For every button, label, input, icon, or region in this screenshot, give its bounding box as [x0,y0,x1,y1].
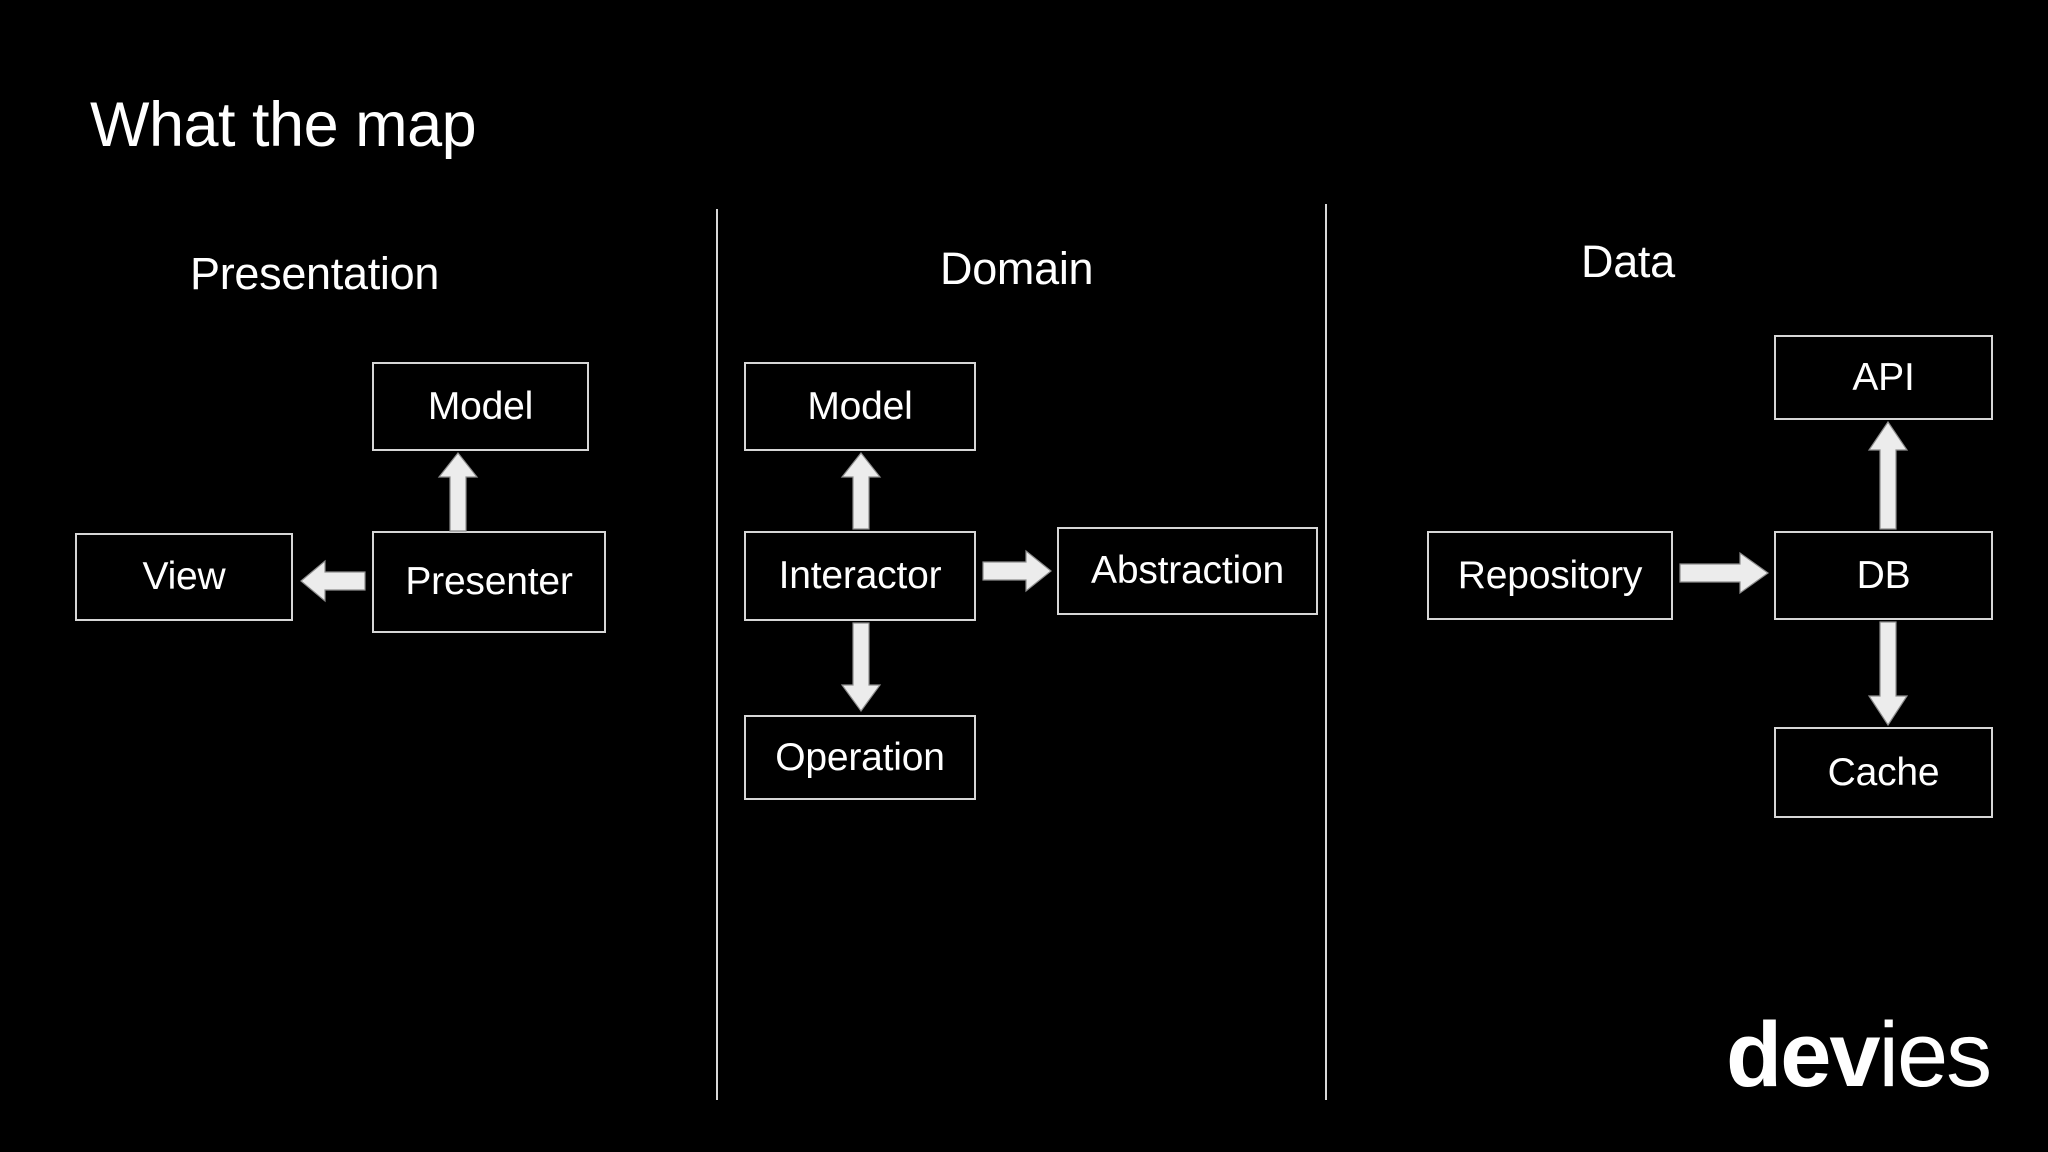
node-data-db[interactable]: DB [1774,531,1993,620]
node-presentation-view[interactable]: View [75,533,293,621]
devies-logo: devies [1726,1009,1992,1101]
arrow-left-icon-presenter-to-view [299,559,367,603]
arrow-right-icon-interactor-to-abstraction [981,549,1053,593]
arrow-up-icon-interactor-to-model [840,451,882,531]
node-data-api[interactable]: API [1774,335,1993,420]
column-header-presentation: Presentation [190,248,440,299]
node-domain-operation[interactable]: Operation [744,715,976,800]
arrow-right-icon-repository-to-db [1678,551,1770,595]
arrow-up-icon-presenter-to-model [437,451,479,533]
column-header-data: Data [1581,236,1675,287]
column-header-domain: Domain [940,243,1094,294]
column-divider-left [716,209,718,1100]
node-domain-abstraction[interactable]: Abstraction [1057,527,1318,615]
node-domain-interactor[interactable]: Interactor [744,531,976,621]
node-presentation-presenter[interactable]: Presenter [372,531,606,633]
node-presentation-model[interactable]: Model [372,362,589,451]
page-title: What the map [90,90,477,160]
node-data-cache[interactable]: Cache [1774,727,1993,818]
arrow-up-icon-db-to-api [1867,420,1909,531]
column-divider-right [1325,204,1327,1100]
node-domain-model[interactable]: Model [744,362,976,451]
arrow-down-icon-db-to-cache [1867,620,1909,727]
logo-text-bold: dev [1726,1004,1881,1106]
arrow-down-icon-interactor-to-operation [840,621,882,713]
node-data-repository[interactable]: Repository [1427,531,1673,620]
logo-text-light: ies [1878,1004,1993,1106]
